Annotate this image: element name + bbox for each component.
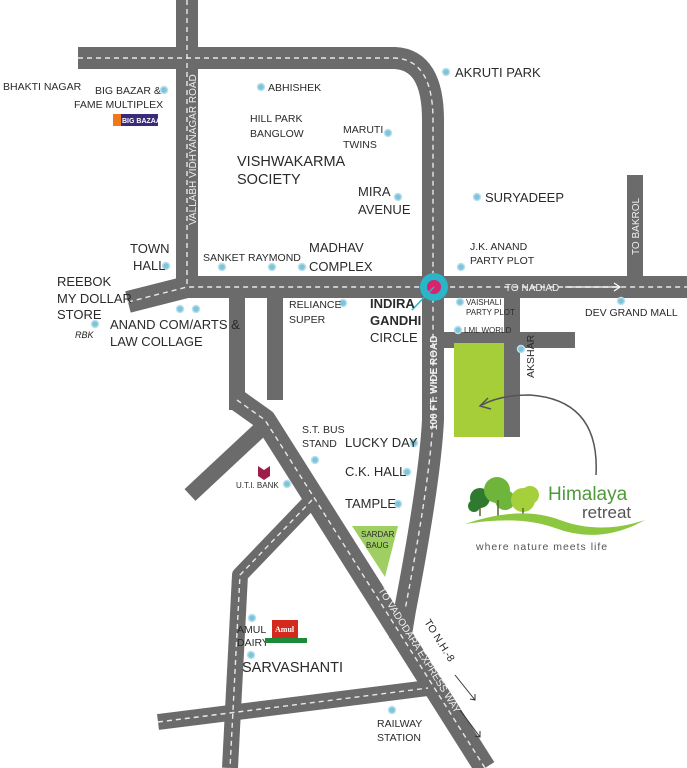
label-lucky-day: LUCKY DAY [345,435,418,450]
label-station: STATION [377,732,421,744]
himalaya-retreat-logo: Himalaya retreat where nature meets life [465,477,645,553]
label-party-plot: PARTY PLOT [470,255,535,267]
label-raymond: RAYMOND [248,252,301,264]
label-complex: COMPLEX [309,259,373,274]
label-ck-hall: C.K. HALL [345,464,406,479]
label-society: SOCIETY [237,172,301,188]
big-bazaar-logo-text: BIG BAZAAR [122,118,166,125]
label-anand-com: ANAND COM/ARTS & [110,317,240,332]
label-indira: INDIRA [370,296,415,311]
label-dev-grand-mall: DEV GRAND MALL [585,307,678,319]
label-tample: TAMPLE [345,496,396,511]
label-suryadeep: SURYADEEP [485,190,564,205]
label-my-dollar: MY DOLLAR [57,291,132,306]
label-abhishek: ABHISHEK [268,82,321,94]
roads [78,0,687,768]
reebok-logo: RBK [75,330,95,340]
label-akruti-park: AKRUTI PARK [455,65,541,80]
trees-icon [468,477,539,516]
big-bazaar-logo [113,114,158,126]
road-label-vallabh: VALLABH VIDHYANAGAR ROAD [188,74,199,225]
himalaya-retreat-plot[interactable] [454,343,504,437]
label-fame-multiplex: FAME MULTIPLEX [74,99,163,111]
logo-subname: retreat [582,503,631,522]
label-vaishali-party-plot: PARTY PLOT [466,308,515,317]
label-amul: AMUL [237,624,266,636]
label-avenue: AVENUE [358,202,411,217]
label-banglow: BANGLOW [250,128,304,140]
uti-bank-logo [258,466,270,480]
label-bhakti-nagar: BHAKTI NAGAR [3,81,82,93]
label-madhav: MADHAV [309,240,364,255]
label-twins: TWINS [343,139,377,151]
pointer-arrow-icon [481,394,597,476]
label-store: STORE [57,307,102,322]
label-reliance: RELIANCE [289,299,342,311]
road-label-to-bakrol: TO BAKROL [631,198,642,255]
label-uti-bank: U.T.I. BANK [236,481,279,490]
label-gandhi: GANDHI [370,313,421,328]
label-railway: RAILWAY [377,718,422,730]
label-circle: CIRCLE [370,330,418,345]
label-stand: STAND [302,438,337,450]
label-vishwakarma: VISHWAKARMA [237,154,346,170]
label-hill-park: HILL PARK [250,113,303,125]
label-reebok: REEBOK [57,274,112,289]
label-vaishali: VAISHALI [466,298,501,307]
road-uti [184,419,271,501]
landmark-dots [90,67,626,715]
label-town: TOWN [130,241,169,256]
label-maruti: MARUTI [343,124,383,136]
label-mira: MIRA [358,184,391,199]
label-super: SUPER [289,314,326,326]
amul-logo-text: Amul [275,625,295,634]
logo-tagline: where nature meets life [475,541,608,553]
road-label-akshar: AKSHAR [525,334,537,378]
label-baug: BAUG [366,541,389,550]
arrow-express-icon [459,709,481,738]
amul-logo [272,620,298,638]
logo-name: Himalaya [548,484,628,505]
label-dairy: DAIRY [237,637,269,649]
label-st-bus: S.T. BUS [302,424,345,436]
label-law-collage: LAW COLLAGE [110,334,203,349]
arrow-nh8-icon [454,674,476,701]
arrow-right-icon [565,282,622,292]
label-sanket: SANKET [203,252,246,264]
sardar-baug-garden [352,526,398,577]
indira-gandhi-circle-marker [411,273,448,311]
label-hall: HALL [133,258,166,273]
label-big-bazar: BIG BAZAR & [95,85,161,97]
road-label-100ft: 100 FT. WIDE ROAD [429,336,440,430]
road-label-to-nadiad: TO NADIAD [505,283,559,294]
label-jk-anand: J.K. ANAND [470,241,528,253]
label-sarvashanti: SARVASHANTI [242,660,343,676]
label-sardar: SARDAR [361,530,395,539]
label-lml-world: LML WORLD [464,326,511,335]
